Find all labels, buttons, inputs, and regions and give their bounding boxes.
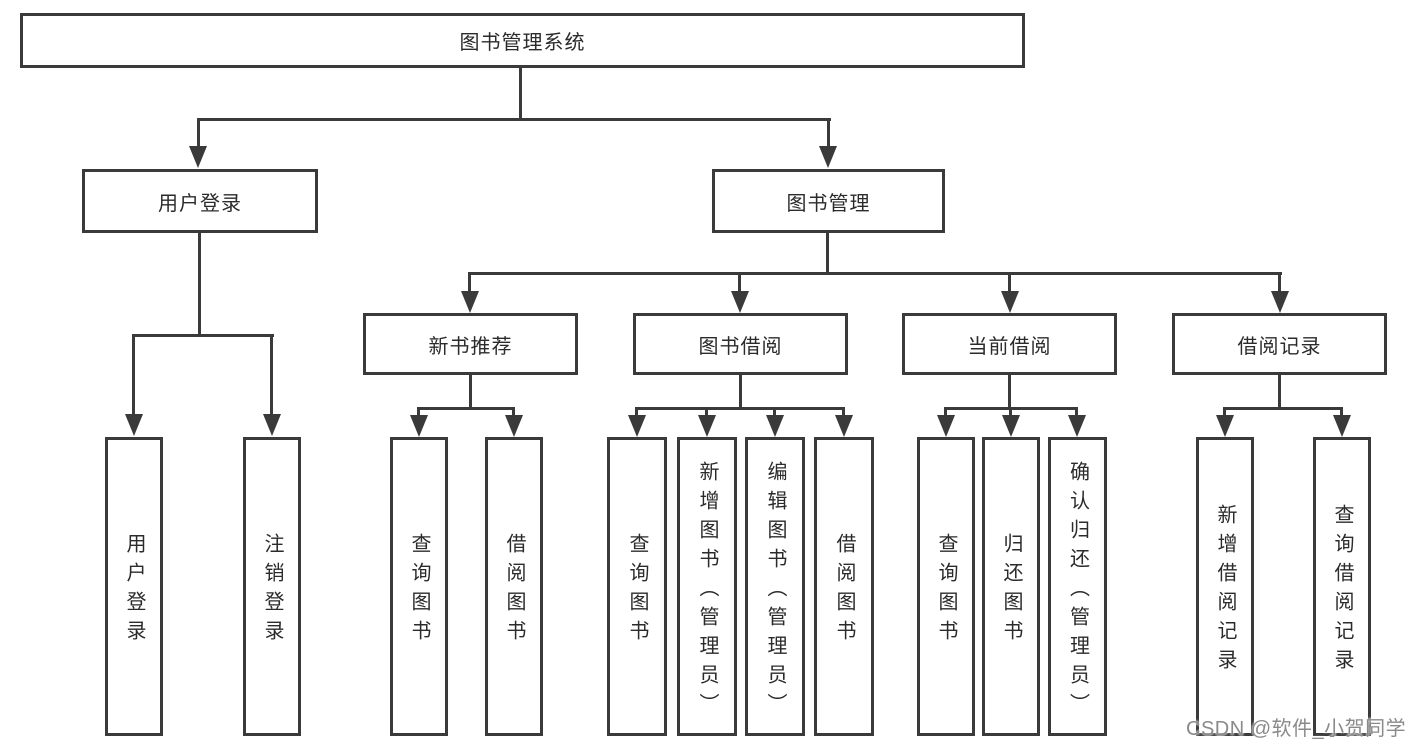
- connector-shaft: [1009, 407, 1012, 418]
- connector-shaft: [417, 407, 420, 418]
- node-leaf-borrow-books-recommend: 借阅图书: [485, 437, 543, 736]
- node-leaf-confirm-return-admin: 确认归还（管理员）: [1048, 437, 1107, 736]
- node-label: 借阅记录: [1237, 335, 1322, 358]
- connector-shaft: [270, 334, 273, 416]
- node-label: 用户登录: [158, 192, 242, 215]
- node-label: 借阅图书: [833, 533, 855, 649]
- node-label: 查询图书: [626, 533, 648, 649]
- arrowhead-down: [125, 414, 143, 436]
- arrowhead-down: [766, 415, 784, 437]
- node-label: 归还图书: [1000, 533, 1022, 649]
- arrowhead-down: [263, 414, 281, 436]
- arrowhead-down: [628, 415, 646, 437]
- node-label: 查询图书: [935, 533, 957, 649]
- watermark: CSDN @软件_小贺同学: [1186, 718, 1405, 740]
- node-leaf-add-books-admin: 新增图书（管理员）: [677, 437, 737, 736]
- connector-shaft: [773, 407, 776, 418]
- node-current-borrowing: 当前借阅: [902, 313, 1117, 375]
- node-leaf-user-login: 用户登录: [105, 437, 163, 736]
- arrowhead-down: [410, 415, 428, 437]
- connector-recommend-rail: [418, 407, 515, 410]
- node-label: 查询借阅记录: [1331, 504, 1353, 678]
- connector-user-login-stem: [198, 233, 201, 334]
- arrowhead-down: [461, 291, 479, 313]
- connector-current-stem: [1008, 375, 1011, 407]
- node-leaf-query-borrow-record: 查询借阅记录: [1313, 437, 1371, 736]
- connector-shaft: [512, 407, 515, 418]
- arrowhead-down: [1002, 415, 1020, 437]
- connector-shaft: [827, 118, 830, 151]
- connector-borrowing-rail: [636, 407, 845, 410]
- node-user-login-branch: 用户登录: [82, 169, 318, 233]
- arrowhead-down: [1068, 415, 1086, 437]
- arrowhead-down: [937, 415, 955, 437]
- arrowhead-down: [189, 146, 207, 168]
- node-new-book-recommend: 新书推荐: [363, 313, 578, 375]
- arrowhead-down: [835, 415, 853, 437]
- node-book-management: 图书管理: [712, 169, 945, 233]
- node-label: 新书推荐: [428, 335, 513, 358]
- node-label: 新增借阅记录: [1214, 504, 1236, 678]
- connector-shaft: [944, 407, 947, 418]
- connector-level1-rail: [197, 118, 831, 121]
- node-label: 图书管理系统: [459, 32, 586, 54]
- node-borrowing-records: 借阅记录: [1172, 313, 1387, 375]
- connector-root-stem: [519, 68, 522, 118]
- node-library-management-system: 图书管理系统: [20, 13, 1025, 68]
- connector-shaft: [1278, 272, 1281, 294]
- node-label: 确认归还（管理员）: [1066, 460, 1089, 722]
- connector-shaft: [1075, 407, 1078, 418]
- connector-records-stem: [1278, 375, 1281, 407]
- connector-recommend-stem: [469, 375, 472, 407]
- arrowhead-down: [731, 291, 749, 313]
- connector-shaft: [1008, 272, 1011, 294]
- arrowhead-down: [698, 415, 716, 437]
- node-label: 编辑图书（管理员）: [764, 460, 786, 722]
- connector-book-mgmt-stem: [826, 233, 829, 272]
- node-label: 当前借阅: [967, 335, 1052, 358]
- arrowhead-down: [1333, 415, 1351, 437]
- node-label: 借阅图书: [503, 533, 525, 649]
- node-leaf-query-books-current: 查询图书: [917, 437, 975, 736]
- node-label: 新增图书（管理员）: [696, 460, 718, 722]
- connector-records-rail: [1224, 407, 1343, 410]
- arrowhead-down: [819, 146, 837, 168]
- arrowhead-down: [1271, 291, 1289, 313]
- node-leaf-logout: 注销登录: [243, 437, 301, 736]
- node-label: 注销登录: [261, 533, 283, 649]
- arrowhead-down: [1001, 291, 1019, 313]
- connector-shaft: [635, 407, 638, 418]
- node-book-borrowing: 图书借阅: [633, 313, 848, 375]
- connector-level2-rail: [469, 272, 1282, 275]
- connector-shaft: [197, 118, 200, 151]
- node-label: 图书管理: [786, 192, 871, 215]
- arrowhead-down: [505, 415, 523, 437]
- connector-user-login-rail: [133, 334, 274, 337]
- node-leaf-return-books: 归还图书: [982, 437, 1040, 736]
- connector-shaft: [842, 407, 845, 418]
- node-label: 图书借阅: [698, 335, 783, 358]
- node-leaf-query-books-borrowing: 查询图书: [607, 437, 667, 736]
- connector-shaft: [468, 272, 471, 294]
- node-leaf-query-books-recommend: 查询图书: [390, 437, 448, 736]
- node-label: 查询图书: [408, 533, 430, 649]
- node-leaf-edit-books-admin: 编辑图书（管理员）: [745, 437, 805, 736]
- connector-shaft: [132, 334, 135, 416]
- node-leaf-borrow-books: 借阅图书: [814, 437, 874, 736]
- connector-shaft: [738, 272, 741, 294]
- connector-borrowing-stem: [739, 375, 742, 407]
- connector-shaft: [1340, 407, 1343, 418]
- node-leaf-add-borrow-record: 新增借阅记录: [1196, 437, 1254, 736]
- arrowhead-down: [1216, 415, 1234, 437]
- node-label: 用户登录: [123, 533, 145, 649]
- connector-shaft: [705, 407, 708, 418]
- connector-shaft: [1223, 407, 1226, 418]
